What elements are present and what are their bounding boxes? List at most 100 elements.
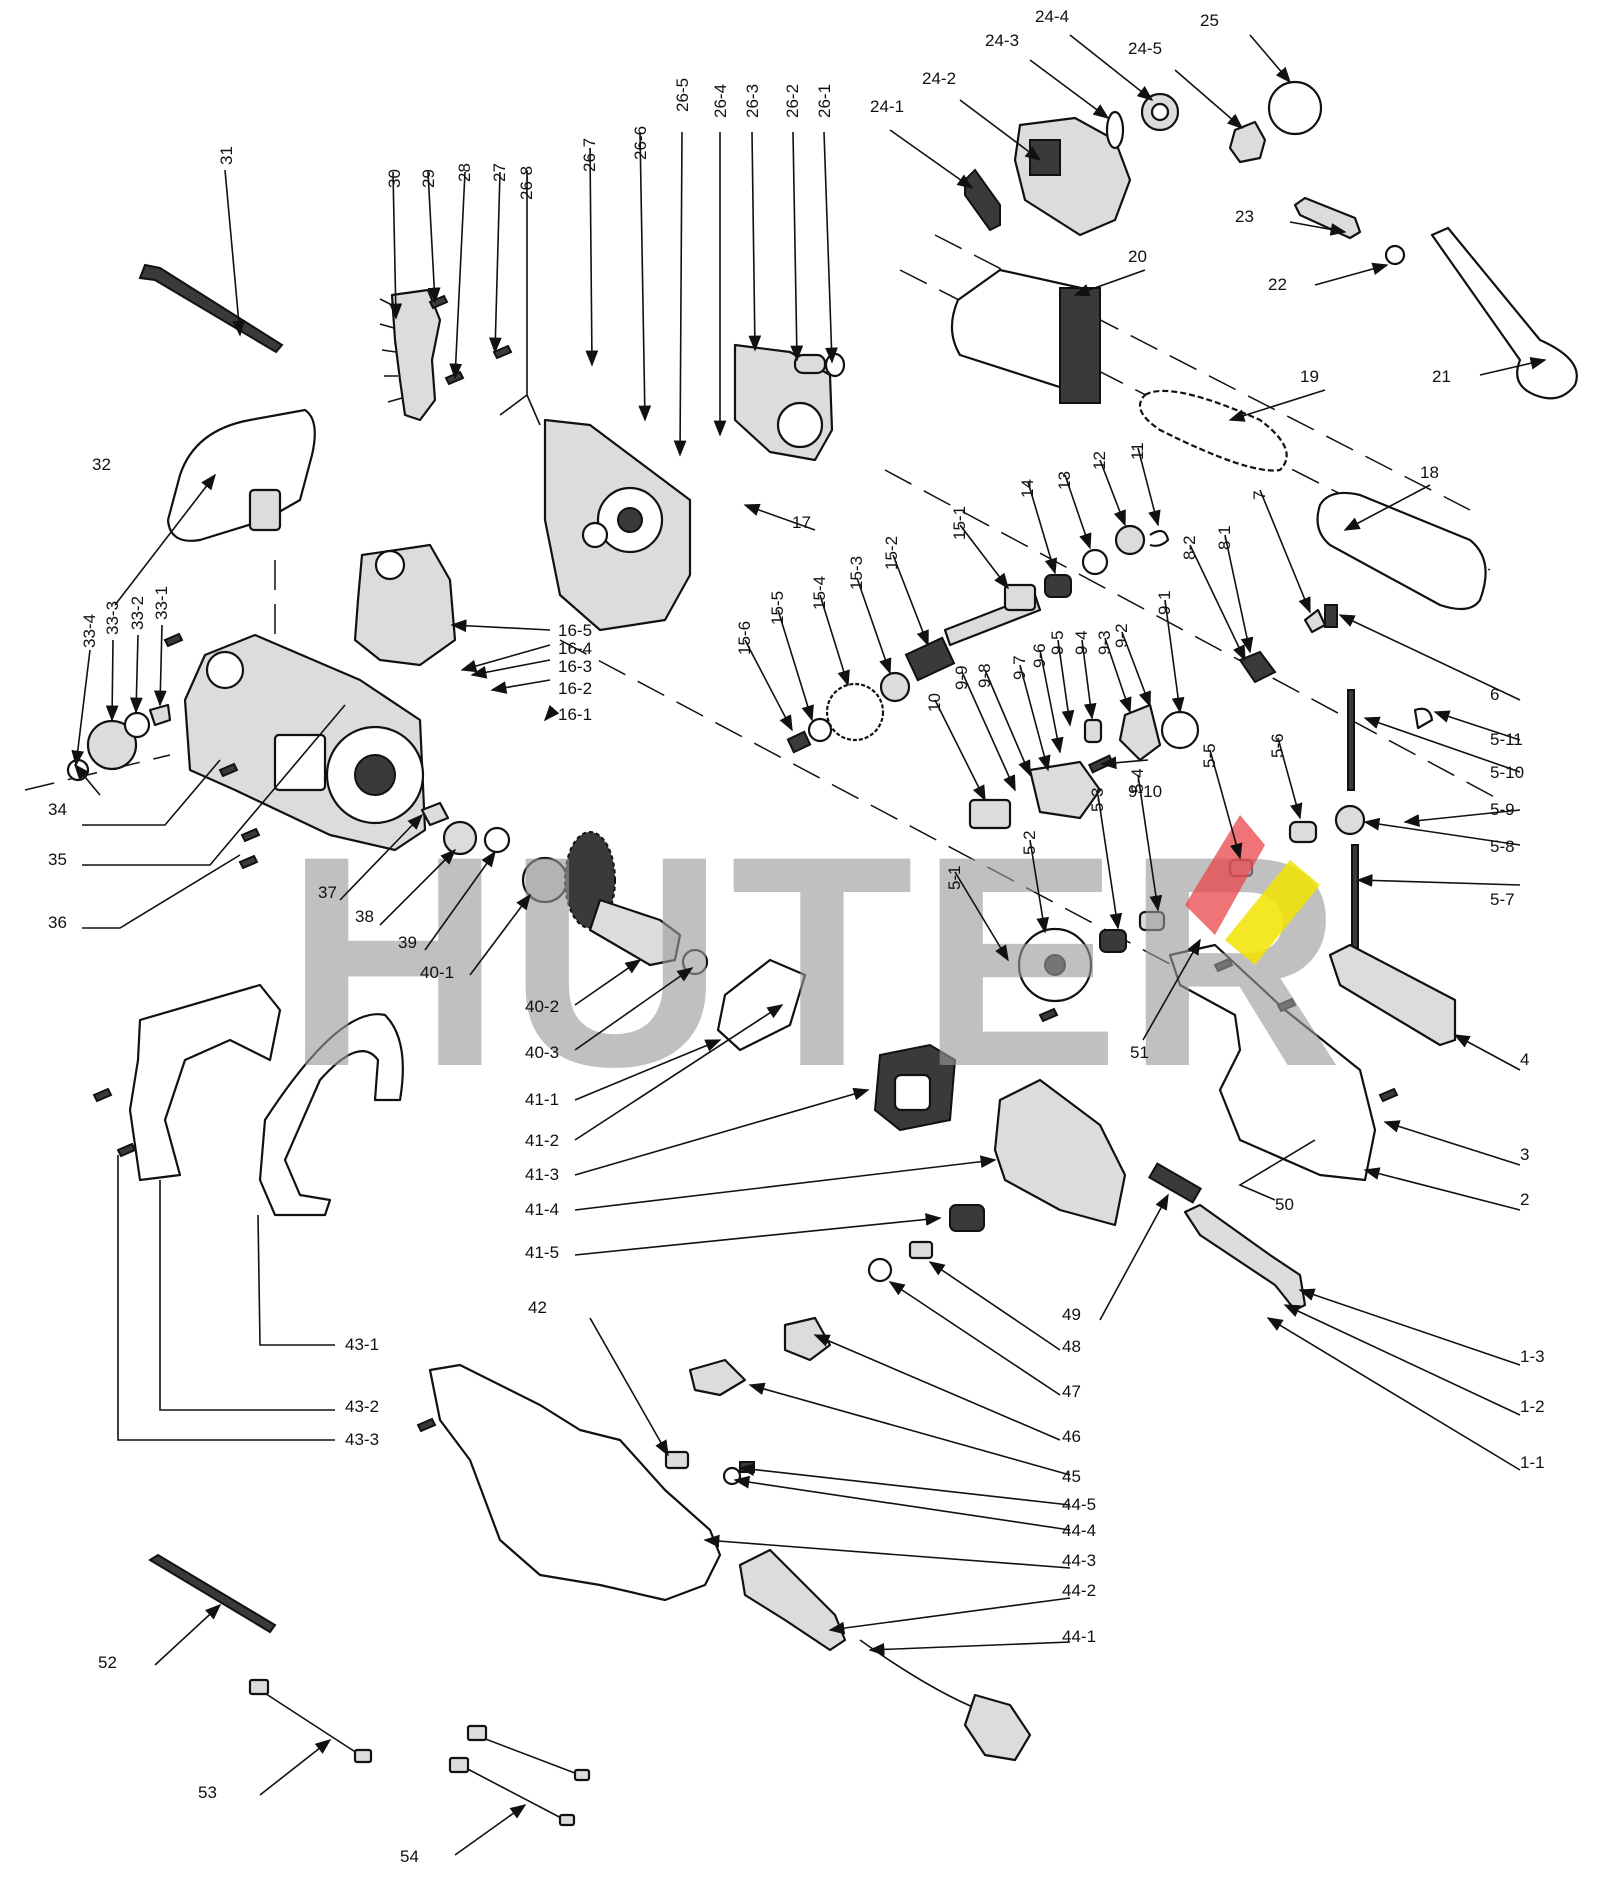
callout-26-4: 26-4 <box>711 84 730 118</box>
part-4-side-cover <box>1328 943 1457 1047</box>
callout-20: 20 <box>1128 247 1147 266</box>
callout-16-1: 16-1 <box>558 705 592 724</box>
callout-33-4: 33-4 <box>80 614 99 648</box>
part-43-front-handles <box>128 983 404 1217</box>
callout-24-2: 24-2 <box>922 69 956 88</box>
callout-25: 25 <box>1200 11 1219 30</box>
callout-5-7: 5-7 <box>1490 890 1515 909</box>
callout-14: 14 <box>1018 479 1037 498</box>
callout-11: 11 <box>1128 442 1147 460</box>
callout-44-5: 44-5 <box>1062 1495 1096 1514</box>
part-19-saw-chain <box>1138 389 1288 472</box>
callout-32: 32 <box>92 455 111 474</box>
callout-39: 39 <box>398 933 417 952</box>
callout-15-2: 15-2 <box>882 536 901 570</box>
part-32-shield <box>166 408 316 542</box>
part-24-1-belt <box>964 168 1001 232</box>
callout-6: 6 <box>1490 685 1499 704</box>
part-41-3-stator <box>873 1043 957 1132</box>
part-15-1-shaft <box>943 583 1042 647</box>
part-21-wrench <box>1430 226 1578 400</box>
parts-illustration <box>66 80 1578 1827</box>
part-15-6-spring <box>786 730 812 754</box>
watermark-red-swoosh <box>1185 815 1265 935</box>
part-6-7-screws <box>1303 604 1338 634</box>
callout-41-1: 41-1 <box>525 1090 559 1109</box>
watermark-yellow-swoosh <box>1225 860 1320 965</box>
callout-4: 4 <box>1520 1050 1529 1069</box>
watermark-text: HUTER <box>285 793 1348 1129</box>
callout-31: 31 <box>217 146 236 165</box>
callout-29: 29 <box>419 169 438 188</box>
callout-26-8: 26-8 <box>517 166 536 200</box>
callout-23: 23 <box>1235 207 1254 226</box>
callout-26-5: 26-5 <box>673 78 692 112</box>
callout-15-4: 15-4 <box>810 576 829 610</box>
part-24-2-sprocket-cover <box>1013 116 1132 237</box>
assorted-screws <box>92 294 1399 1433</box>
callout-5-8: 5-8 <box>1490 837 1515 856</box>
callout-15-3: 15-3 <box>847 556 866 590</box>
callout-19: 19 <box>1300 367 1319 386</box>
callout-16-3: 16-3 <box>558 657 592 676</box>
callout-37: 37 <box>318 883 337 902</box>
callout-40-3: 40-3 <box>525 1043 559 1062</box>
callout-54: 54 <box>400 1847 419 1866</box>
callout-30: 30 <box>385 169 404 188</box>
callout-5-11: 5-11 <box>1490 730 1523 749</box>
part-26-6-gear-housing <box>543 418 692 632</box>
callout-33-3: 33-3 <box>103 601 122 635</box>
part-30-bumper <box>379 288 442 422</box>
callout-43-1: 43-1 <box>345 1335 379 1354</box>
callout-15-1: 15-1 <box>950 506 969 540</box>
callout-8-2: 8-2 <box>1180 535 1199 560</box>
part-40-armature <box>521 831 709 976</box>
part-15-3-bearing <box>879 671 911 703</box>
part-37-39-bearings <box>420 801 511 856</box>
part-16-5-switch-housing <box>353 543 457 667</box>
callout-27: 27 <box>490 163 509 182</box>
callout-49: 49 <box>1062 1305 1081 1324</box>
part-44-1-power-cord <box>859 1639 1032 1762</box>
callout-16-4: 16-4 <box>558 639 592 658</box>
callout-24-4: 24-4 <box>1035 7 1069 26</box>
callout-21: 21 <box>1432 367 1451 386</box>
callout-22: 22 <box>1268 275 1287 294</box>
callout-1-1: 1-1 <box>1520 1453 1545 1472</box>
callout-5-1: 5-1 <box>945 865 964 890</box>
callout-9-1: 9-1 <box>1155 590 1174 615</box>
part-35-motor-housing <box>183 633 427 852</box>
brand-watermark: HUTER <box>285 793 1348 1129</box>
part-41-1-baffle <box>716 958 807 1052</box>
part-1-lever <box>1183 1203 1307 1312</box>
part-15-5-washer <box>807 717 833 743</box>
part-45-46-switch <box>688 1316 832 1397</box>
callout-43-3: 43-3 <box>345 1430 379 1449</box>
callout-5-9: 5-9 <box>1490 800 1515 819</box>
callout-44-2: 44-2 <box>1062 1581 1096 1600</box>
callout-16-2: 16-2 <box>558 679 592 698</box>
callout-42: 42 <box>528 1298 547 1317</box>
callout-5-2: 5-2 <box>1020 830 1039 855</box>
callout-44-4: 44-4 <box>1062 1521 1096 1540</box>
callout-9-4: 9-4 <box>1072 630 1091 655</box>
callout-44-1: 44-1 <box>1062 1627 1096 1646</box>
part-8-adjuster <box>1238 650 1277 684</box>
callout-5-10: 5-10 <box>1490 763 1524 782</box>
part-26-1-26-2-washers <box>793 352 846 378</box>
callout-1-2: 1-2 <box>1520 1397 1545 1416</box>
callout-26-1: 26-1 <box>815 84 834 118</box>
callout-38: 38 <box>355 907 374 926</box>
part-10-connector <box>968 798 1012 830</box>
part-20-guard-frame <box>950 268 1102 404</box>
part-15-2-worm <box>904 636 956 682</box>
callout-41-5: 41-5 <box>525 1243 559 1262</box>
callout-9-10: 9-10 <box>1128 782 1162 801</box>
callout-26-6: 26-6 <box>631 126 650 160</box>
part-49-spring <box>1147 1162 1203 1204</box>
callout-13: 13 <box>1055 471 1074 490</box>
callout-45: 45 <box>1062 1467 1081 1486</box>
callout-33-2: 33-2 <box>128 596 147 630</box>
part-18-guide-bar <box>1316 491 1487 611</box>
